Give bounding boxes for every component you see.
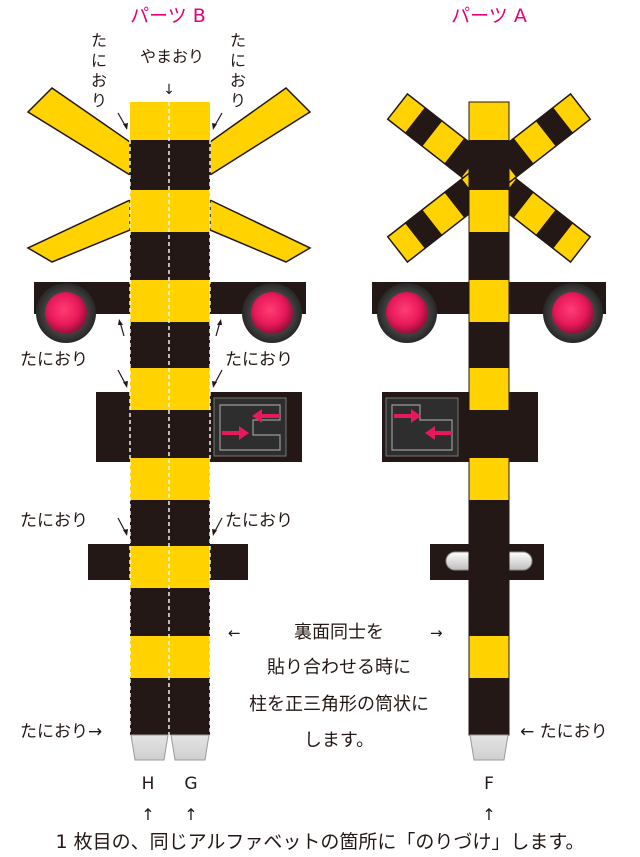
part-b-crossbuck (26, 87, 312, 263)
part-b-pole-stripes (130, 102, 210, 678)
svg-text:に: に (91, 51, 107, 70)
double-arrow-icon (394, 409, 452, 440)
valley-fold-label: たにおり (225, 350, 293, 370)
svg-text:に: に (230, 51, 246, 70)
svg-text:お: お (230, 71, 246, 90)
up-arrow-icon: ↑ (184, 805, 197, 824)
tab-label-g: G (184, 774, 197, 794)
svg-text:た: た (91, 31, 107, 50)
part-b-arrow-sign (96, 392, 302, 462)
valley-fold-label: ← たにおり (520, 722, 608, 742)
left-arrow-icon: ← (228, 624, 241, 642)
footer-instruction: 1 枚目の、同じアルファベットの箇所に「のりづけ」します。 (55, 831, 584, 853)
tab-label-f: F (484, 774, 494, 794)
svg-text:お: お (91, 71, 107, 90)
part-a (372, 92, 606, 761)
up-arrow-icon: ↑ (482, 805, 495, 824)
tab-label-h: H (142, 774, 155, 794)
red-lamp-icon (45, 292, 87, 334)
assembly-note: ← 裏面同士を → 貼り合わせる時に 柱を正三角形の筒状に します。 (228, 622, 443, 751)
part-b-fold-label-right: た に お り (230, 31, 246, 110)
part-b-fold-label-left: た に お り (91, 31, 107, 110)
svg-text:柱を正三角形の筒状に: 柱を正三角形の筒状に (249, 694, 429, 715)
part-a-title: パーツ A (451, 5, 527, 27)
svg-text:り: り (91, 91, 107, 110)
up-arrow-icon: ↑ (141, 805, 154, 824)
part-a-arrow-sign (382, 392, 538, 462)
part-b-fold-lines (129, 102, 211, 735)
double-arrow-icon (222, 409, 280, 440)
part-b-signal-lamps (34, 282, 306, 343)
red-lamp-icon (386, 292, 428, 334)
svg-text:た: た (230, 31, 246, 50)
valley-fold-label: たにおり→ (20, 722, 102, 742)
svg-text:裏面同士を: 裏面同士を (294, 622, 384, 643)
svg-text:り: り (230, 91, 246, 110)
part-b-side-tab (210, 544, 248, 580)
part-a-pole-stripes (469, 102, 509, 678)
valley-fold-label: たにおり (225, 511, 293, 531)
svg-text:貼り合わせる時に: 貼り合わせる時に (267, 657, 411, 678)
glue-tab-g (170, 734, 210, 761)
right-arrow-icon: → (430, 624, 443, 642)
valley-fold-label: たにおり (20, 350, 88, 370)
red-lamp-icon (251, 292, 293, 334)
glue-tab-h (130, 734, 169, 761)
svg-text:します。: します。 (304, 730, 374, 751)
part-b (26, 87, 312, 761)
mountain-fold-label: やまおり (140, 47, 204, 66)
glue-tab-f (469, 734, 509, 761)
red-lamp-icon (552, 292, 594, 334)
part-b-title: パーツ B (130, 5, 206, 27)
fold-pointer-icons (117, 112, 223, 536)
part-b-side-tab (88, 544, 130, 580)
down-arrow-icon: ↓ (163, 82, 175, 98)
valley-fold-label: たにおり (20, 511, 88, 531)
